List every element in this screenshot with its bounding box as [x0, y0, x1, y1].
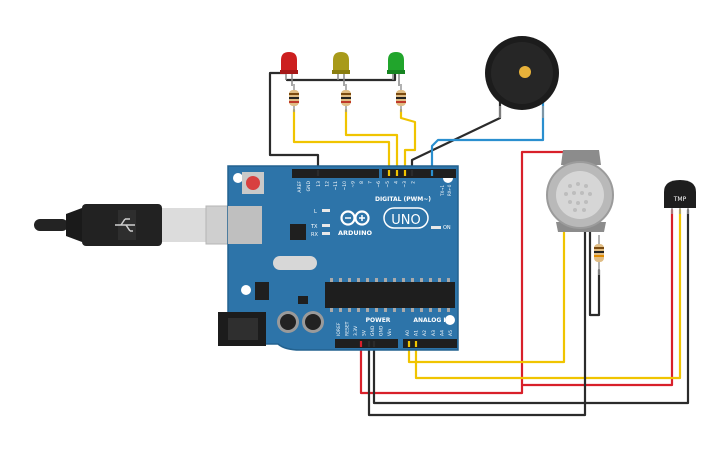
piezo-buzzer[interactable]	[485, 36, 559, 118]
wire-led-ground-yellow[interactable]	[285, 71, 397, 82]
pin-label: 4	[393, 181, 399, 184]
resistor-gas-sensor[interactable]	[594, 235, 604, 275]
analog-header-label: ANALOG IN	[413, 317, 450, 324]
tx-side-label: TX→1	[440, 184, 445, 197]
wire-gas-resistor-loop[interactable]	[588, 223, 601, 317]
pin-label: A4	[439, 330, 445, 336]
wire-buzzer-ground[interactable]	[410, 94, 502, 174]
wire-led-yellow-signal[interactable]	[344, 108, 399, 174]
pin-label: GND	[379, 325, 385, 336]
power-header-label: POWER	[366, 317, 391, 324]
board-model: UNO	[391, 213, 420, 228]
led-green[interactable]	[387, 52, 405, 86]
pin-label: 13	[316, 181, 322, 187]
pin-label: ~6	[376, 181, 382, 188]
atmega-chip	[325, 282, 455, 308]
pin-label: 2	[411, 181, 417, 184]
gas-sensor[interactable]	[546, 150, 614, 232]
pin-label: A1	[414, 330, 420, 336]
temp-sensor-label: TMP	[673, 196, 687, 203]
wire-led-green-signal[interactable]	[399, 108, 417, 174]
pin-label: 3.3V	[353, 325, 359, 336]
wire-5v-red[interactable]	[359, 150, 567, 395]
pin-label: 12	[325, 181, 331, 187]
pin-label: A5	[448, 330, 454, 336]
resistor-led-red[interactable]	[289, 84, 299, 112]
board-brand: ARDUINO	[338, 229, 373, 237]
resistor-led-green[interactable]	[396, 84, 406, 112]
temperature-sensor[interactable]: TMP	[664, 180, 696, 214]
crystal-oscillator	[273, 256, 317, 270]
analog-header	[403, 339, 457, 348]
pin-label: ~3	[402, 181, 408, 188]
wire-terminals	[316, 170, 434, 347]
pin-label: Vin	[387, 329, 393, 336]
pin-label: A2	[422, 330, 428, 336]
pin-label: 8	[359, 181, 365, 184]
led-rx-label: RX	[311, 232, 318, 238]
wire-gas-signal[interactable]	[407, 223, 566, 364]
pin-label: GND	[370, 325, 376, 336]
led-tx-label: TX	[310, 224, 318, 230]
pin-label: IOREF	[336, 322, 342, 336]
pin-label: RESET	[345, 321, 351, 336]
wire-5v-red-tmp[interactable]	[520, 208, 674, 387]
wire-buzzer-signal[interactable]	[430, 94, 545, 174]
pin-label: A0	[405, 330, 411, 336]
pin-label: 5V	[362, 329, 368, 336]
reset-button[interactable]	[242, 172, 264, 194]
led-l-label: L	[314, 209, 317, 215]
wire-led-ground[interactable]	[268, 71, 320, 174]
pin-label: ~10	[342, 181, 348, 191]
led-yellow[interactable]	[332, 52, 350, 86]
arduino-board[interactable]: L TX RX ON UNO ARDUINO DIGITAL (PWM~) PO…	[218, 165, 459, 351]
led-on-label: ON	[443, 225, 451, 231]
digital-header-label: DIGITAL (PWM~)	[375, 196, 431, 203]
resistor-led-yellow[interactable]	[341, 84, 351, 112]
pin-label: ~9	[350, 181, 356, 188]
power-jack	[218, 312, 266, 346]
pin-label: A3	[431, 330, 437, 336]
pin-label: ~11	[333, 181, 339, 191]
wire-tmp-ground[interactable]	[372, 208, 690, 405]
power-header	[335, 339, 398, 348]
arduino-logo	[340, 207, 429, 229]
pin-label: AREF	[297, 181, 303, 193]
wire-gas-ground[interactable]	[367, 223, 587, 417]
wire-led-red-signal[interactable]	[292, 108, 391, 174]
digital-header	[292, 169, 456, 178]
pin-label: 7	[368, 181, 374, 184]
capacitors	[277, 311, 324, 333]
usb-symbol-icon	[115, 218, 135, 232]
wire-tmp-signal[interactable]	[414, 208, 682, 380]
pin-label: ~5	[385, 181, 391, 188]
rx-side-label: RX←0	[447, 184, 452, 196]
usb-chip	[290, 224, 306, 240]
led-red[interactable]	[280, 52, 298, 86]
pin-label: GND	[306, 180, 312, 191]
regulator	[255, 282, 269, 300]
